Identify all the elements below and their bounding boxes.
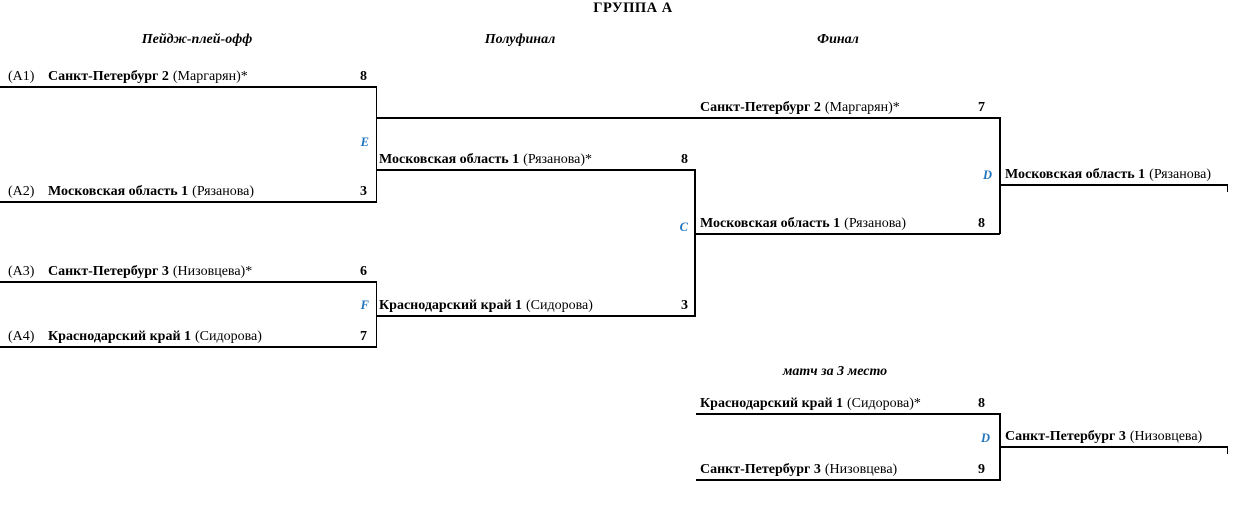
bracket-line-third-bottom xyxy=(696,479,1001,481)
score: 6 xyxy=(360,264,367,279)
team-region: Краснодарский край 1 xyxy=(700,396,844,411)
team-skip: (Рязанова) xyxy=(192,184,255,199)
group-title: ГРУППА А xyxy=(593,0,673,16)
team-name: Санкт-Петербург 3(Низовцева) xyxy=(1005,429,1202,445)
seed-label: (A3) xyxy=(8,264,35,279)
bracket-connector-third xyxy=(999,413,1001,480)
team-skip: (Рязанова) xyxy=(1149,167,1212,182)
bracket-line-c-winner-to-final xyxy=(695,233,1000,235)
team-name: Московская область 1(Рязанова) xyxy=(700,216,906,232)
entry-final-bottom: Московская область 1(Рязанова) 8 xyxy=(700,216,1000,232)
bracket-line-a3 xyxy=(0,281,377,283)
team-region: Санкт-Петербург 2 xyxy=(48,69,169,84)
team-skip: (Сидорова) xyxy=(526,298,593,313)
team-region: Московская область 1 xyxy=(700,216,841,231)
team-skip: (Маргарян)* xyxy=(172,69,248,84)
bracket-line-e-winner-to-final xyxy=(376,117,1000,119)
entry-a2: (A2) Московская область 1(Рязанова) 3 xyxy=(0,184,376,200)
match-label-c: C xyxy=(679,220,688,234)
team-region: Московская область 1 xyxy=(48,184,189,199)
bracket-line-final-winner xyxy=(1000,184,1228,186)
score: 8 xyxy=(360,69,367,84)
stage-header-semifinal: Полуфинал xyxy=(484,32,556,47)
match-label-e: E xyxy=(360,135,369,149)
score: 3 xyxy=(360,184,367,199)
score: 7 xyxy=(360,329,367,344)
entry-third-bottom: Санкт-Петербург 3(Низовцева) 9 xyxy=(700,462,1000,478)
team-region: Санкт-Петербург 2 xyxy=(700,100,821,115)
stage-header-third-place: матч за 3 место xyxy=(782,364,888,379)
score: 9 xyxy=(978,462,985,477)
team-region: Краснодарский край 1 xyxy=(379,298,523,313)
bracket-connector-d xyxy=(999,117,1001,234)
team-name: Краснодарский край 1(Сидорова)* xyxy=(700,396,921,412)
team-name: Краснодарский край 1(Сидорова) xyxy=(48,329,262,345)
bracket-end-tick-third xyxy=(1226,446,1228,454)
team-skip: (Рязанова)* xyxy=(523,152,593,167)
team-name: Санкт-Петербург 3(Низовцева) xyxy=(700,462,897,478)
team-region: Санкт-Петербург 3 xyxy=(48,264,169,279)
match-label-d-third: D xyxy=(980,431,990,445)
match-label-f: F xyxy=(360,298,369,312)
team-skip: (Сидорова) xyxy=(195,329,262,344)
bracket-line-semifinal-bottom xyxy=(376,315,696,317)
entry-third-top: Краснодарский край 1(Сидорова)* 8 xyxy=(700,396,1000,412)
bracket-line-a2 xyxy=(0,201,377,203)
entry-a3: (A3) Санкт-Петербург 3(Низовцева)* 6 xyxy=(0,264,376,280)
bracket-line-third-top xyxy=(696,413,1001,415)
entry-a4: (A4) Краснодарский край 1(Сидорова) 7 xyxy=(0,329,376,345)
team-skip: (Рязанова) xyxy=(844,216,907,231)
team-name: Московская область 1(Рязанова) xyxy=(1005,167,1211,183)
team-skip: (Низовцева) xyxy=(824,462,898,477)
bracket-end-tick-final xyxy=(1226,184,1228,192)
entry-final-top: Санкт-Петербург 2(Маргарян)* 7 xyxy=(700,100,1000,116)
stage-header-page-playoff: Пейдж-плей-офф xyxy=(141,32,253,47)
score: 8 xyxy=(978,396,985,411)
team-region: Московская область 1 xyxy=(379,152,520,167)
team-region: Московская область 1 xyxy=(1005,167,1146,182)
team-skip: (Низовцева) xyxy=(1129,429,1203,444)
team-region: Санкт-Петербург 3 xyxy=(700,462,821,477)
bracket-line-third-winner xyxy=(1000,446,1228,448)
seed-label: (A1) xyxy=(8,69,35,84)
team-region: Санкт-Петербург 3 xyxy=(1005,429,1126,444)
team-name: Краснодарский край 1(Сидорова) xyxy=(379,298,593,314)
bracket-connector-f xyxy=(375,281,377,347)
stage-header-final: Финал xyxy=(817,32,859,47)
score: 7 xyxy=(978,100,985,115)
bracket-line-a1 xyxy=(0,86,377,88)
entry-final-winner: Московская область 1(Рязанова) xyxy=(1005,167,1233,183)
bracket-connector-e xyxy=(375,86,377,202)
team-name: Санкт-Петербург 2(Маргарян)* xyxy=(48,69,248,85)
entry-a1: (A1) Санкт-Петербург 2(Маргарян)* 8 xyxy=(0,69,376,85)
entry-semifinal-bottom: Краснодарский край 1(Сидорова) 3 xyxy=(379,298,696,314)
team-skip: (Сидорова)* xyxy=(847,396,921,411)
seed-label: (A2) xyxy=(8,184,35,199)
bracket-connector-c xyxy=(694,169,696,316)
match-label-d-final: D xyxy=(982,168,992,182)
team-skip: (Маргарян)* xyxy=(824,100,900,115)
team-name: Московская область 1(Рязанова) xyxy=(48,184,254,200)
entry-third-winner: Санкт-Петербург 3(Низовцева) xyxy=(1005,429,1233,445)
bracket-line-a4 xyxy=(0,346,377,348)
score: 8 xyxy=(681,152,688,167)
team-name: Санкт-Петербург 2(Маргарян)* xyxy=(700,100,900,116)
seed-label: (A4) xyxy=(8,329,35,344)
bracket-line-semifinal-top xyxy=(376,169,696,171)
score: 3 xyxy=(681,298,688,313)
team-skip: (Низовцева)* xyxy=(172,264,253,279)
team-name: Санкт-Петербург 3(Низовцева)* xyxy=(48,264,252,280)
entry-semifinal-top: Московская область 1(Рязанова)* 8 xyxy=(379,152,696,168)
score: 8 xyxy=(978,216,985,231)
team-region: Краснодарский край 1 xyxy=(48,329,192,344)
team-name: Московская область 1(Рязанова)* xyxy=(379,152,592,168)
